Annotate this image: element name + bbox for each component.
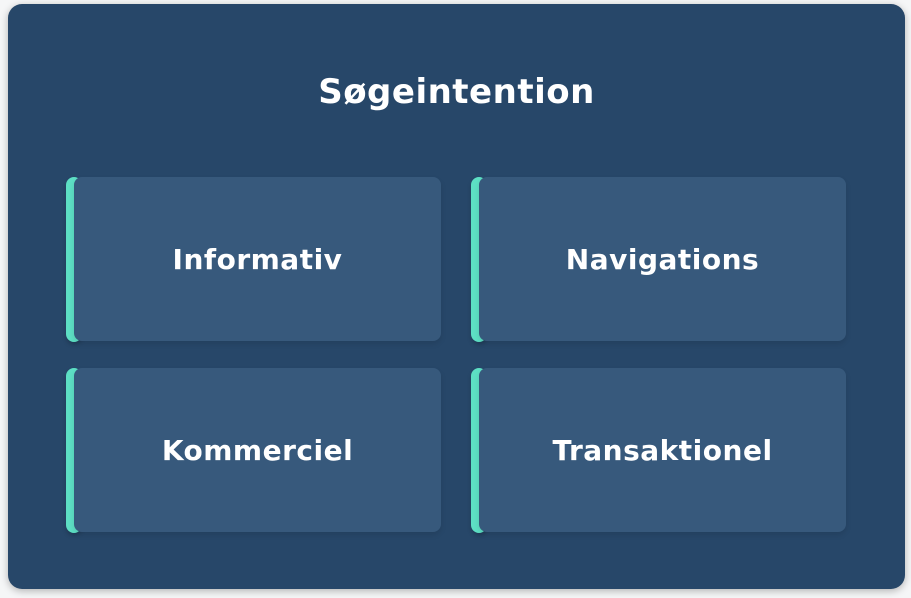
intent-box-body: Kommerciel (74, 368, 441, 532)
intent-box-kommerciel: Kommerciel (66, 368, 441, 533)
intent-box-transaktionel: Transaktionel (471, 368, 846, 533)
intent-box-label: Informativ (172, 242, 343, 276)
intent-box-label: Navigations (565, 242, 760, 276)
card-title: Søgeintention (318, 72, 595, 112)
soegeintention-card: Søgeintention Informativ Navigations Kom… (8, 4, 905, 589)
intent-box-label: Kommerciel (161, 433, 354, 467)
intent-box-body: Informativ (74, 177, 441, 341)
intent-grid: Informativ Navigations Kommerciel Transa… (66, 177, 846, 533)
intent-box-label: Transaktionel (552, 433, 773, 467)
intent-box-body: Transaktionel (479, 368, 846, 532)
intent-box-body: Navigations (479, 177, 846, 341)
intent-box-navigations: Navigations (471, 177, 846, 342)
intent-box-informativ: Informativ (66, 177, 441, 342)
